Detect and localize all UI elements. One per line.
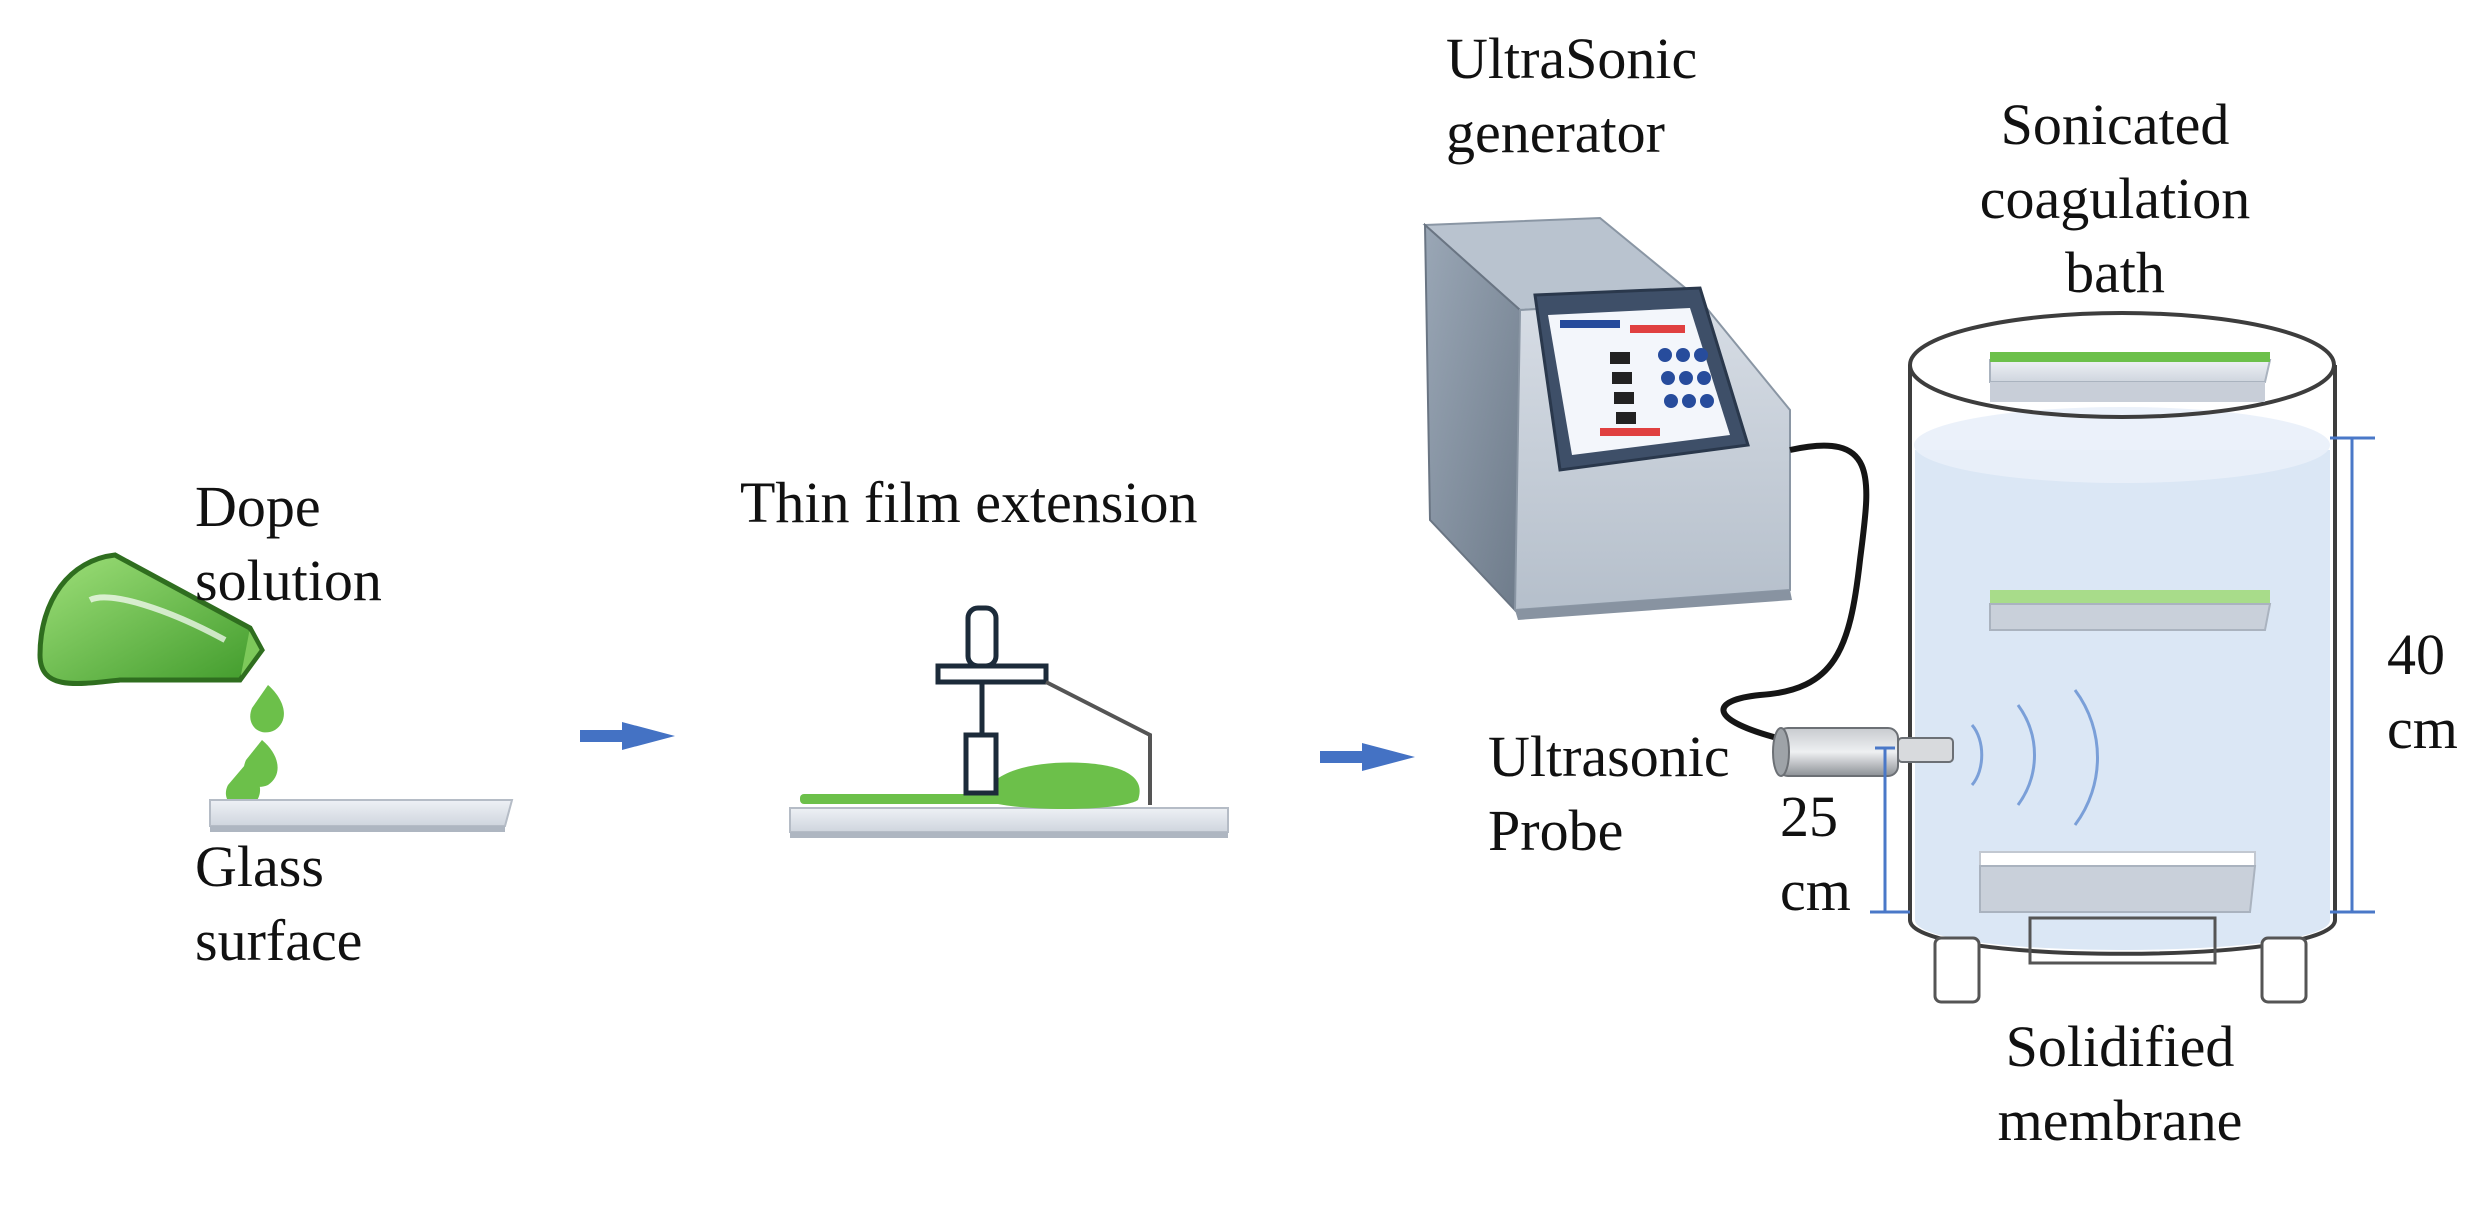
dope-drops xyxy=(225,685,284,809)
label-glass-surface: Glass surface xyxy=(195,834,363,973)
flask-icon xyxy=(37,552,265,687)
glass-slide-1 xyxy=(209,799,514,832)
cast-film xyxy=(800,762,1140,809)
solidified-membrane-sheet xyxy=(1979,851,2257,913)
label-sonicated-coagulation-bath: Sonicated coagulation bath xyxy=(1979,92,2251,305)
label-solidified-membrane: Solidified membrane xyxy=(1997,1014,2243,1153)
label-depth-25cm: 25 cm xyxy=(1780,784,1851,923)
membrane-stage-middle xyxy=(1989,590,2272,631)
depth-measure-40cm xyxy=(2330,436,2375,914)
glass-slide-2 xyxy=(789,807,1229,838)
arrow-icon xyxy=(580,722,675,750)
sound-waves-icon xyxy=(1970,689,2099,826)
label-ultrasonic-probe: Ultrasonic Probe xyxy=(1488,724,1730,863)
label-dope-solution: Dope solution xyxy=(195,474,382,613)
coagulation-bath xyxy=(1908,311,2337,1004)
label-ultrasonic-generator: UltraSonic generator xyxy=(1446,26,1698,165)
depth-measure-25cm xyxy=(1870,746,1910,914)
label-thin-film-extension: Thin film extension xyxy=(740,470,1198,535)
ultrasonic-probe-icon xyxy=(1772,727,1954,777)
casting-knife-icon xyxy=(935,605,1152,805)
ultrasonic-generator-icon xyxy=(1422,216,1792,620)
label-depth-40cm: 40 cm xyxy=(2387,622,2458,761)
arrow-icon xyxy=(1320,743,1415,771)
membrane-stage-top xyxy=(1989,352,2272,402)
probe-cable xyxy=(1720,442,1870,743)
